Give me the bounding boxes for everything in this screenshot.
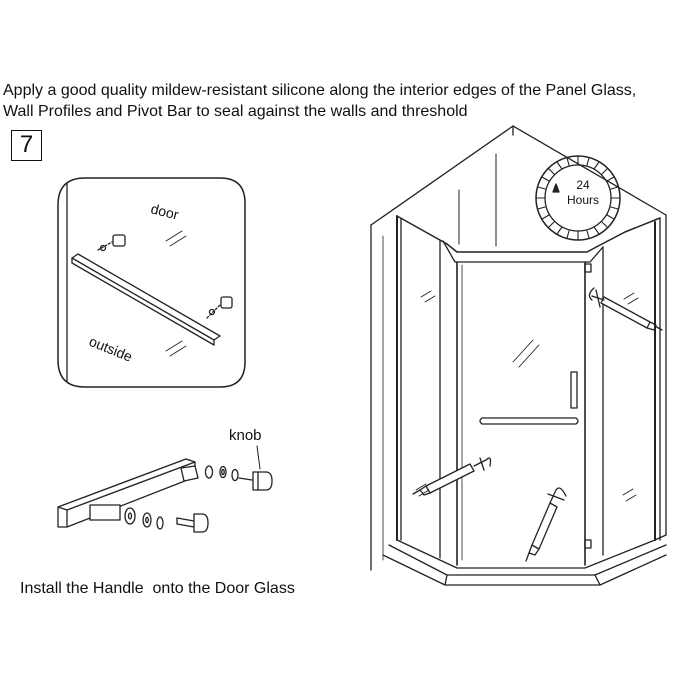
clock-hours-value: 24 <box>576 178 590 192</box>
caulk-gun-bottom <box>525 487 567 562</box>
step-number-box: 7 <box>11 130 42 161</box>
instruction-line-2: Wall Profiles and Pivot Bar to seal agai… <box>3 103 468 120</box>
caulk-gun-left <box>412 457 492 496</box>
handle-inset <box>57 177 246 388</box>
instruction-text: Apply a good quality mildew-resistant si… <box>3 80 679 122</box>
caulk-gun-right <box>588 287 663 331</box>
handle-caption: Install the Handle onto the Door Glass <box>20 580 295 597</box>
clock-icon <box>535 155 621 241</box>
clock-hours-unit: Hours <box>567 193 599 207</box>
inset-label-outside: outside <box>87 333 135 365</box>
instruction-line-1: Apply a good quality mildew-resistant si… <box>3 82 637 99</box>
knob-label: knob <box>229 427 262 444</box>
shower-enclosure <box>370 125 667 586</box>
exploded-handle <box>57 445 273 533</box>
inset-label-door: door <box>149 200 180 222</box>
